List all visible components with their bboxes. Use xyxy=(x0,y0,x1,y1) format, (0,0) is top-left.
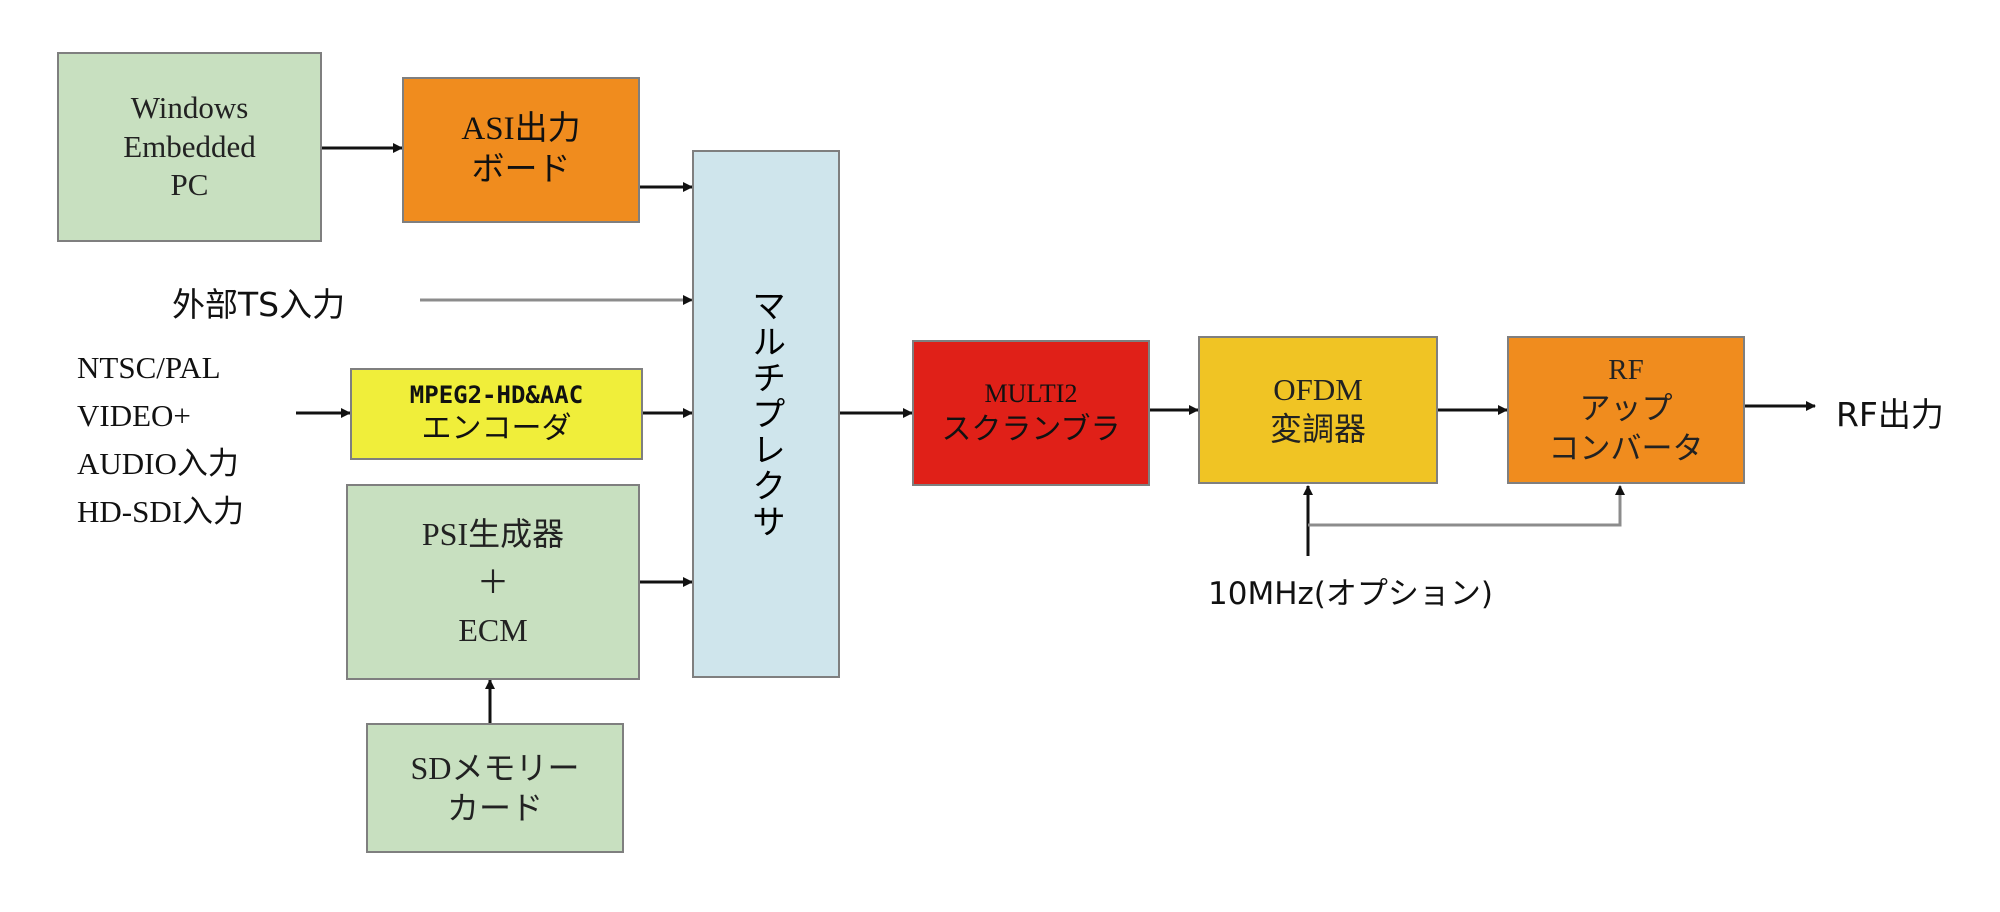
reference-clock-label: 10MHz(オプション) xyxy=(1208,576,1493,612)
mpeg2-encoder-block: MPEG2-HD&AAC エンコーダ xyxy=(350,368,643,460)
rf-line-1: RF xyxy=(1608,354,1644,386)
sd-memory-card-block: SDメモリー カード xyxy=(366,723,624,853)
asi-output-board-block: ASI出力 ボード xyxy=(402,77,640,223)
external-ts-input-label: 外部TS入力 xyxy=(172,285,346,324)
asi-line-2: ボード xyxy=(471,152,571,188)
scrambler-line-1: MULTI2 xyxy=(984,379,1078,408)
multiplexer-label: マルチプレクサ xyxy=(745,288,786,540)
multiplexer-block: マルチプレクサ xyxy=(692,150,840,678)
multi2-scrambler-block: MULTI2 スクランブラ xyxy=(912,340,1150,486)
arrow-clock-to-rf xyxy=(1308,485,1625,527)
encoder-line-1: MPEG2-HD&AAC xyxy=(409,381,584,410)
pc-line-2: Embedded xyxy=(123,128,256,164)
input-label-audio: AUDIO入力 xyxy=(77,446,239,481)
rf-line-3: コンバータ xyxy=(1548,431,1704,467)
rf-line-2: アップ xyxy=(1579,391,1673,427)
encoder-line-2: エンコーダ xyxy=(421,411,572,447)
ofdm-modulator-block: OFDM 変調器 xyxy=(1198,336,1438,484)
ofdm-line-2: 変調器 xyxy=(1269,410,1366,449)
psi-generator-ecm-block: PSI生成器 ＋ ECM xyxy=(346,484,640,680)
rf-output-label: RF出力 xyxy=(1836,395,1944,434)
pc-line-3: PC xyxy=(170,167,209,203)
sd-line-1: SDメモリー xyxy=(410,750,580,786)
scrambler-line-2: スクランブラ xyxy=(941,411,1121,447)
ofdm-line-1: OFDM xyxy=(1273,371,1363,407)
input-label-hd-sdi: HD-SDI入力 xyxy=(77,494,245,529)
windows-embedded-pc-block: Windows Embedded PC xyxy=(57,52,322,242)
pc-line-1: Windows xyxy=(130,89,249,125)
rf-upconverter-block: RF アップ コンバータ xyxy=(1507,336,1745,484)
psi-line-1: PSI生成器 xyxy=(421,516,565,552)
input-label-video: VIDEO+ xyxy=(77,398,191,433)
sd-line-2: カード xyxy=(446,790,543,826)
asi-line-1: ASI出力 xyxy=(461,110,581,147)
psi-line-3: ECM xyxy=(458,612,528,648)
video-audio-input-labels: NTSC/PAL VIDEO+ AUDIO入力 HD-SDI入力 xyxy=(77,344,244,536)
input-label-ntsc-pal: NTSC/PAL xyxy=(77,350,221,385)
psi-line-2: ＋ xyxy=(476,564,509,600)
